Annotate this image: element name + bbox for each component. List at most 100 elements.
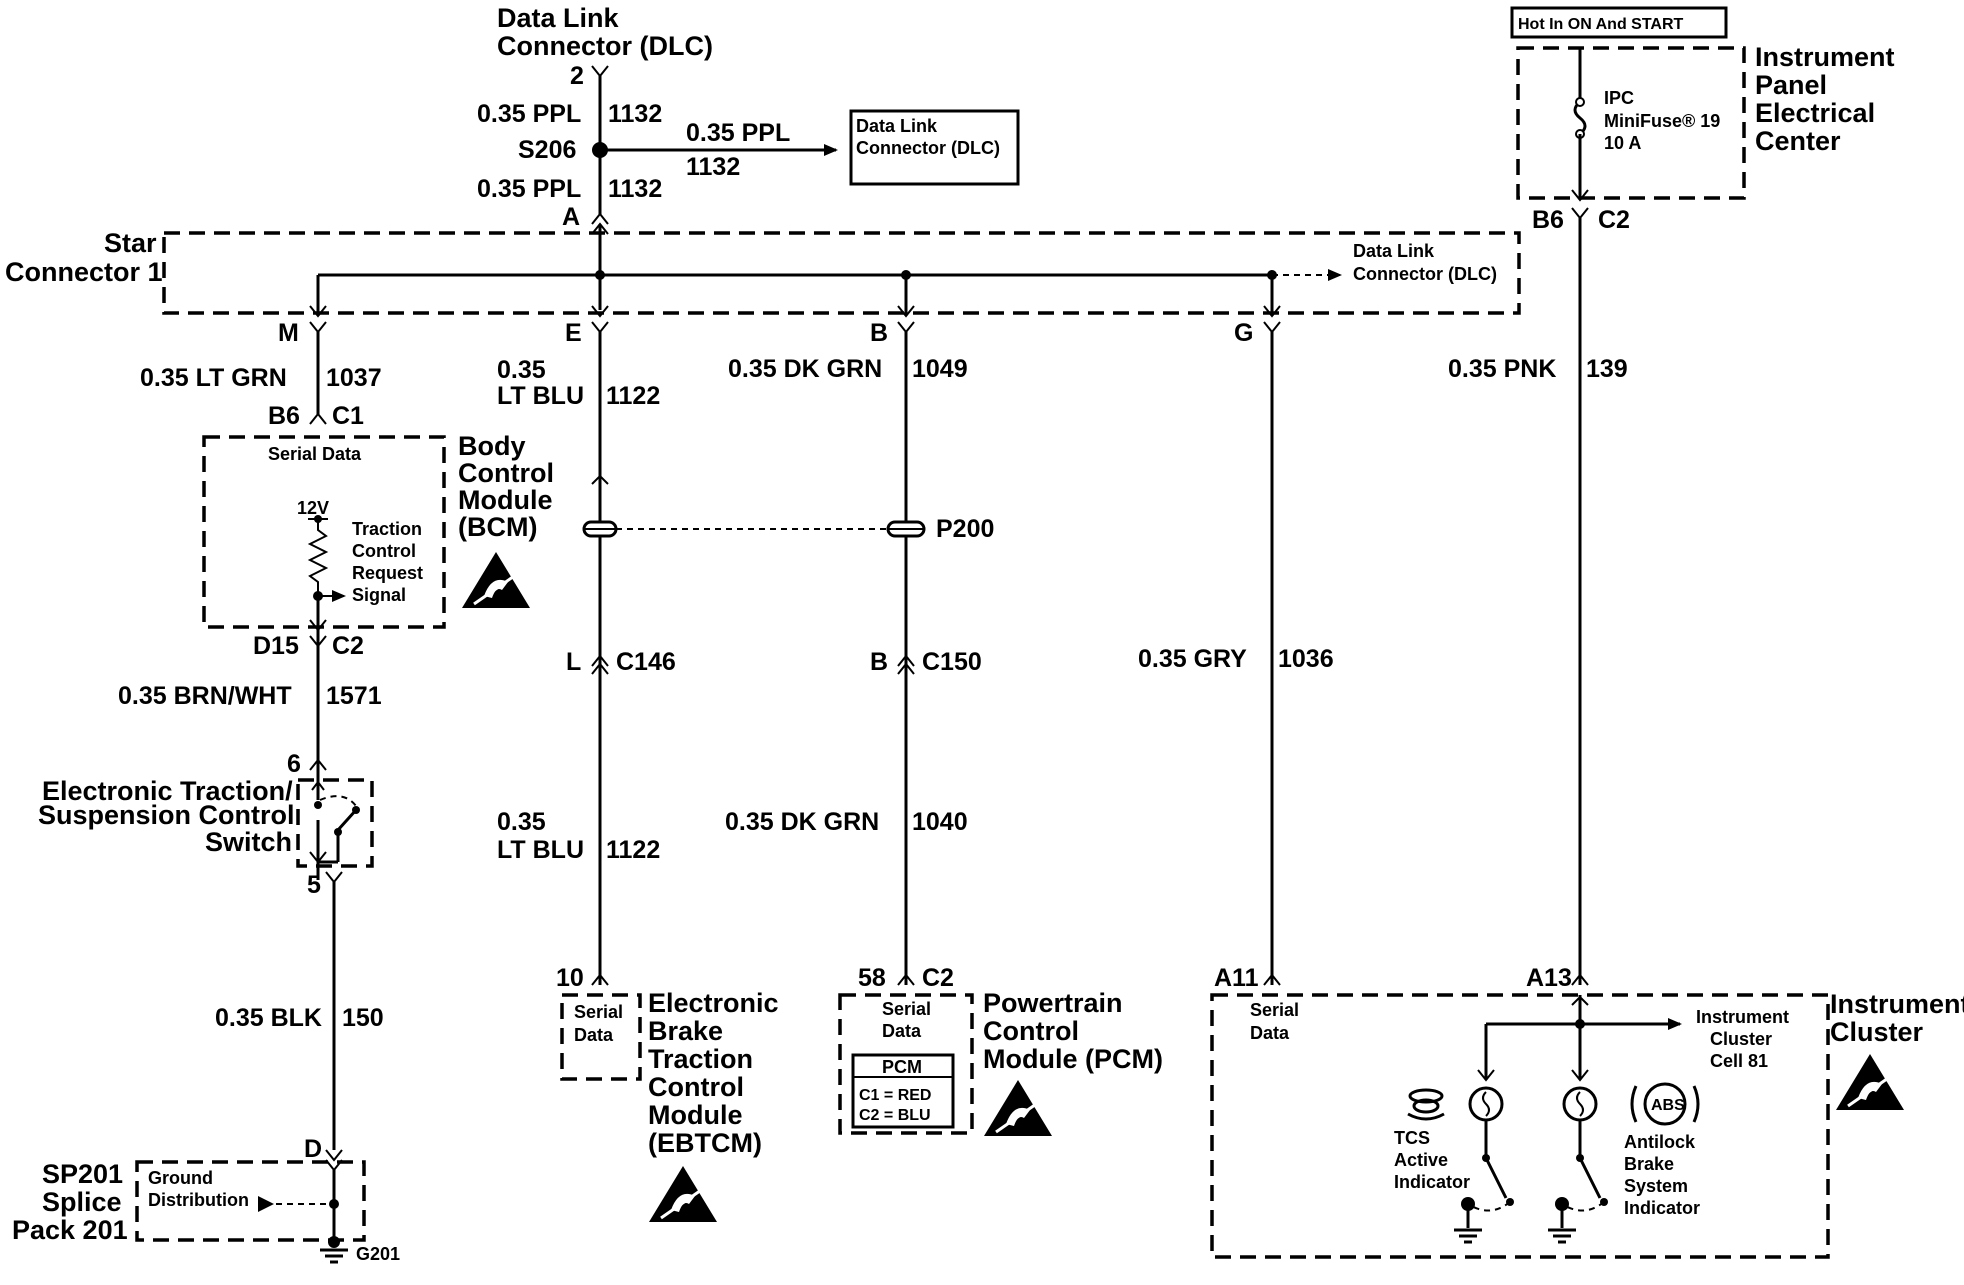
bcm-wire-label: 0.35 LT GRN [140,364,287,392]
dlc-connector-pin-icon [591,65,609,78]
ground-pin-connector-icon [325,1149,343,1162]
hot-label: Hot In ON And START [1518,16,1684,33]
fuse-section: Hot In ON And START IPC MiniFuse® 19 10 … [1448,6,1895,985]
bcm-name-line4: (BCM) [458,512,537,542]
abs-bulb-filament [1576,1091,1584,1117]
abs-line2: Brake [1624,1154,1674,1174]
ebtcm-pin: 10 [556,964,584,992]
pcm-legend-title: PCM [882,1057,922,1077]
pcm-legend-c2: C2 = BLU [859,1107,931,1124]
bcm-voltage: 12V [297,498,329,518]
abs-line1: Antilock [1624,1132,1696,1152]
tcs-feed-arrow [1477,1069,1495,1082]
c150-connector-icon [897,654,915,667]
hot-label-box [1510,6,1728,39]
pcm-name-line2: Control [983,1016,1079,1046]
star-name-line1: Star [104,228,157,258]
cluster-power-in-arrow [1571,995,1589,1006]
abs-line3: System [1624,1176,1688,1196]
dlc-title-line2: Connector (DLC) [497,31,713,61]
cluster-cell-line2: Cluster [1710,1029,1772,1049]
pcm-inner-line1: Serial [882,999,931,1019]
star-pin-b: B [870,319,888,347]
tcs-bulb-filament [1482,1091,1490,1117]
p200-label: P200 [936,515,994,543]
resistor-icon [307,519,329,596]
bcm-name-line2: Control [458,458,554,488]
pcm-pin: 58 [858,964,886,992]
pcm-name-line3: Module (PCM) [983,1044,1163,1074]
dlc-title-line1: Data Link [497,3,620,33]
ground-pin: D [304,1135,322,1163]
ebtcm-name-line6: (EBTCM) [648,1128,762,1158]
bcm-pin-top: B6 [268,402,300,430]
bcm-box [202,435,446,629]
dlc-branch-box [849,109,1020,186]
blk-wire-label: 0.35 BLK [215,1004,322,1032]
cluster-section: 0.35 GRY 1036 A11 A13 Serial Data Instru… [1138,332,1964,1259]
switch-box [296,778,374,868]
ebtcm-wire-lower-line2: LT BLU [497,836,584,864]
star-pin-a-connector-icon [591,212,609,225]
dlc-branch-box-line1: Data Link [856,116,938,136]
cluster-box [1210,993,1830,1259]
star-drop-b-arrow [897,305,915,318]
cluster-inner-line2: Data [1250,1023,1290,1043]
splice-s206-label: S206 [518,136,576,164]
ground-icon [318,1248,350,1264]
bcm-out-wire: 0.35 BRN/WHT [118,682,292,710]
switch-name-line2: Suspension Control [38,800,295,830]
pcm-pin-connector-icon [897,973,915,986]
tcs-line2: Active [1394,1150,1448,1170]
pcm-wire-upper: 0.35 DK GRN [728,355,882,383]
ebtcm-box [560,993,642,1081]
ipec-line1: Instrument [1755,42,1895,72]
abs-switch-link [1561,1201,1605,1212]
ipec-line2: Panel [1755,70,1827,100]
pcm-name-line1: Powertrain [983,988,1123,1018]
ebtcm-wire-lower-line1: 0.35 [497,808,546,836]
pin-g-connector-icon [1263,321,1281,334]
star-pin-g: G [1234,319,1253,347]
star-pin-e: E [565,319,582,347]
ebtcm-name-line3: Traction [648,1044,753,1074]
ebtcm-name-line1: Electronic [648,988,779,1018]
pcm-circuit-upper: 1049 [912,355,968,383]
tcs-ground-icon [1452,1228,1484,1244]
fuse-out-arrow [1571,189,1589,202]
star-dlc-line1: Data Link [1353,241,1435,261]
ebtcm-section: 0.35 LT BLU 1122 L C146 0.35 LT BLU 1122… [497,332,890,1224]
switch-name-line1: Electronic Traction/ [42,776,293,806]
ebtcm-name-line4: Control [648,1072,744,1102]
gry-wire-label: 0.35 GRY [1138,645,1247,673]
switch-pin-bottom: 5 [307,871,321,899]
cluster-cell-line3: Cell 81 [1710,1051,1768,1071]
pcm-wire-lower: 0.35 DK GRN [725,808,879,836]
switch-pin-top: 6 [287,750,301,778]
pin-b-connector-icon [897,321,915,334]
pcm-conn: C150 [922,648,982,676]
cluster-name-line1: Instrument [1830,989,1964,1019]
ebtcm-pin-connector-icon [591,973,609,986]
bcm-pin-bottom-arrow [309,619,327,632]
bcm-conn-bottom: C2 [332,632,364,660]
abs-badge: ABS [1651,1097,1685,1114]
bcm-conn-top: C1 [332,402,364,430]
pcm-circuit-lower: 1040 [912,808,968,836]
blk-circuit: 150 [342,1004,384,1032]
tcs-line3: Indicator [1394,1172,1470,1192]
dlc-wire-upper: 0.35 PPL [477,100,581,128]
ebtcm-conn-pin: L [566,648,581,676]
star-drop-e-arrow [591,305,609,318]
c146-connector-icon-2 [591,662,609,675]
pcm-inner-line2: Data [882,1021,922,1041]
switch-icon [336,808,358,832]
fuse-pin-connector-icon [1571,207,1589,220]
bcm-section: 0.35 LT GRN 1037 B6 C1 Serial Data 12V T… [118,332,554,770]
cluster-esd-warning-icon [1834,1052,1906,1112]
bcm-signal-line3: Request [352,563,423,583]
ground-splice-box [135,1160,366,1242]
pcm-section: 0.35 DK GRN 1049 P200 B C150 0.35 DK GRN… [725,332,1163,1138]
fuse-rating: 10 A [1604,133,1641,153]
